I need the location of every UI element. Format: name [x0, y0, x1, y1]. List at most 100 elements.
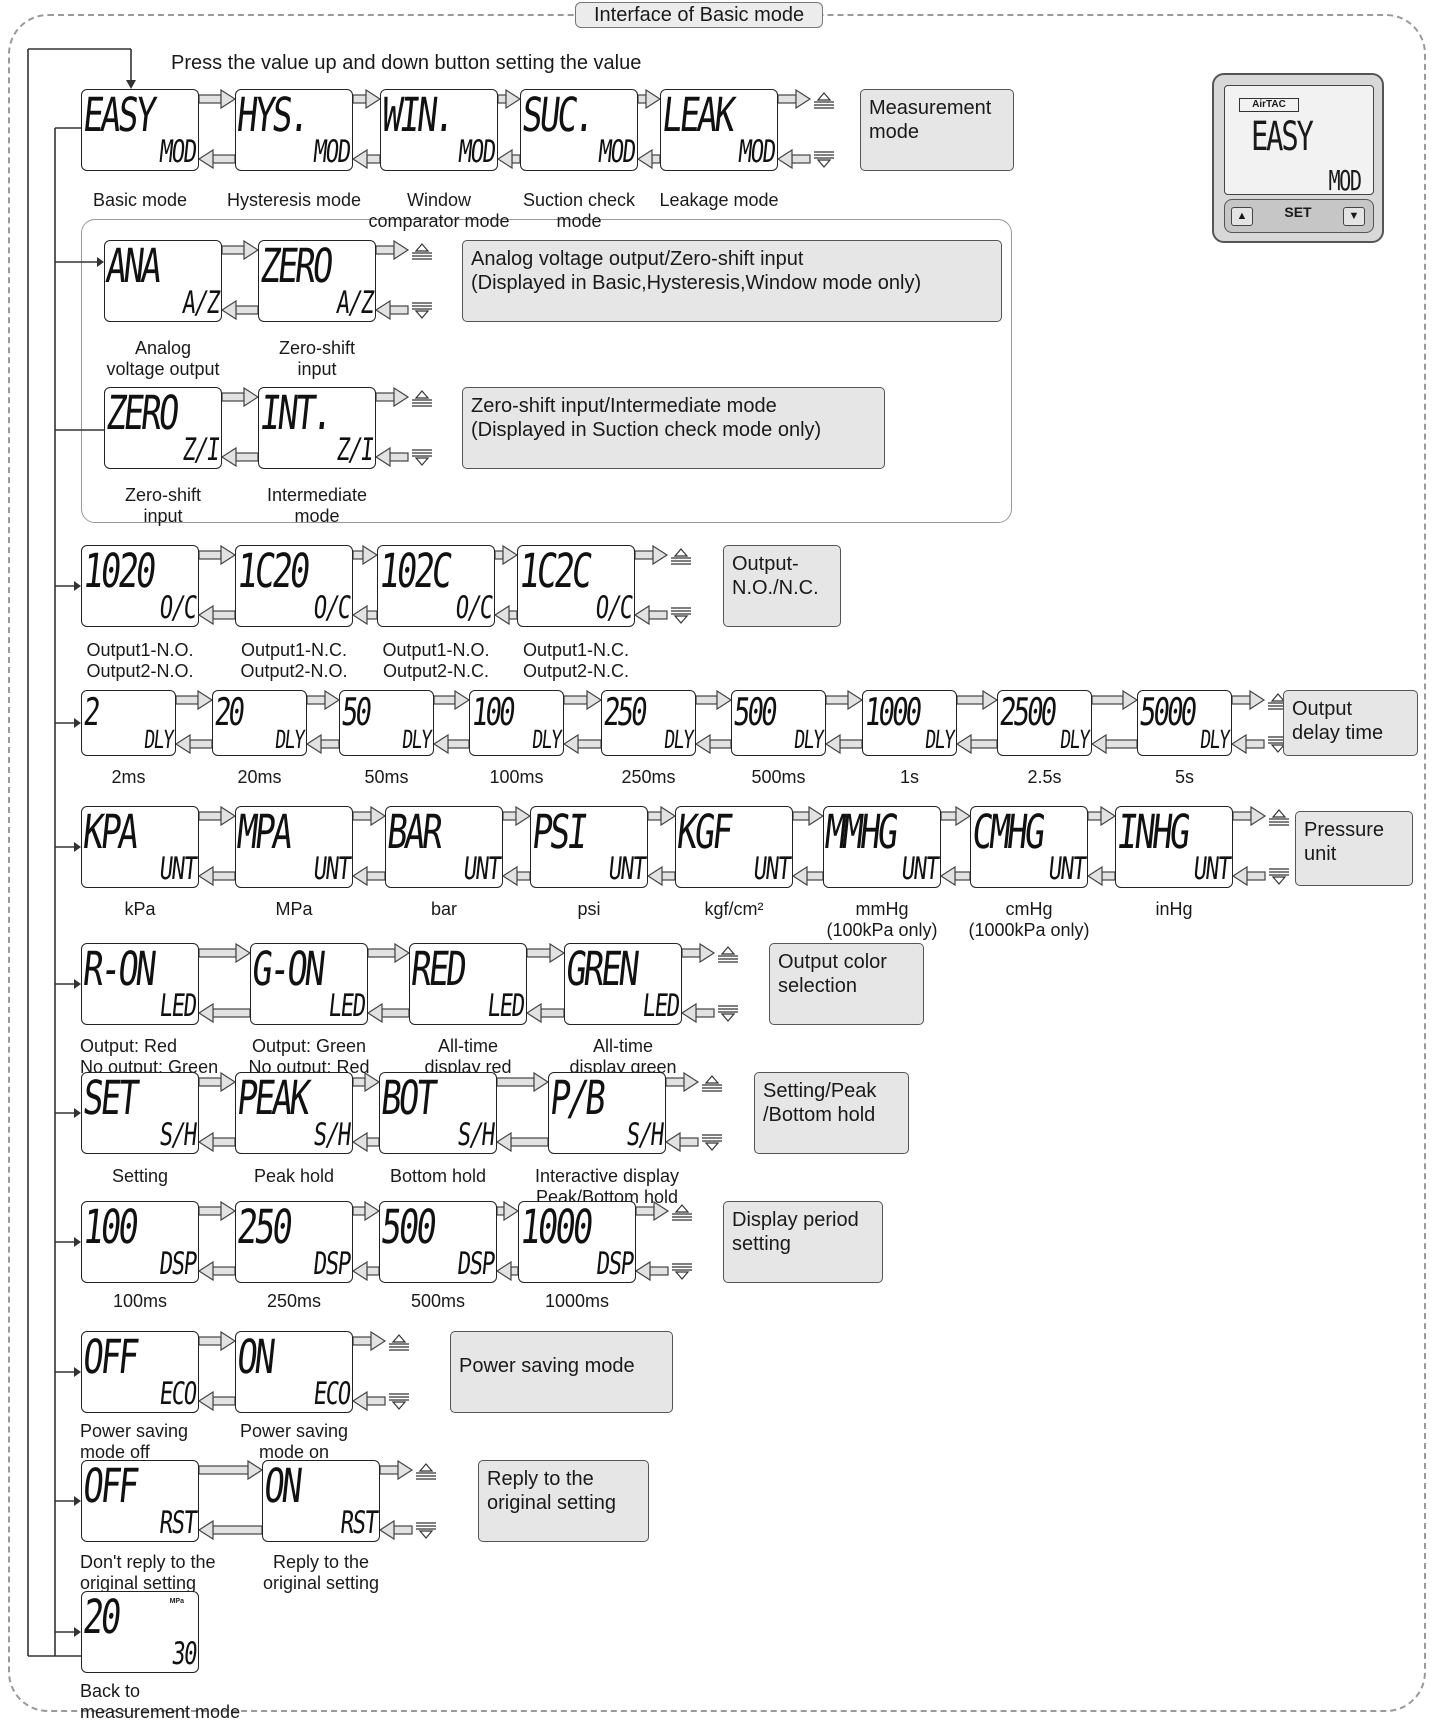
pressure-lcd-option: MPAUNT [235, 806, 353, 888]
lcd-sub-text: DSP [158, 1248, 197, 1280]
mode-lcd-option: EASYMOD [81, 89, 199, 171]
up-arrow-icon[interactable]: ▲ [1231, 207, 1253, 226]
lcd-sub-text: MOD [312, 136, 351, 168]
lcd-main-text: ZERO [258, 242, 333, 292]
up-button-icon [1269, 810, 1289, 825]
delay-lcd-option: 250DLY [601, 690, 696, 756]
lcd-sub-text: A/Z [335, 287, 374, 319]
delay-option-label: 2ms [111, 767, 145, 788]
hold-prev-arrow [497, 1133, 548, 1151]
section-display-period: Display period setting [723, 1201, 883, 1283]
reset-option-label: Reply to the original setting [263, 1552, 379, 1594]
device-main-display: EASY [1251, 116, 1312, 158]
delay-next-arrow [826, 691, 862, 709]
mode-option-label: Leakage mode [659, 190, 778, 211]
pressure-option-label: kPa [124, 899, 155, 920]
section-measurement-mode: Measurement mode [860, 89, 1014, 171]
mode-next-arrow [638, 90, 660, 108]
lcd-sub-text: LED [641, 990, 680, 1022]
delay-next-arrow [957, 691, 997, 709]
lcd-sub-text: RST [158, 1507, 197, 1539]
lcd-main-text: 1000 [518, 1203, 593, 1253]
section-hold: Setting/Peak /Bottom hold [754, 1072, 909, 1154]
color-end-return-arrow [682, 1004, 714, 1022]
down-button-icon [702, 1135, 722, 1150]
display-next-arrow [353, 1202, 379, 1220]
pressure-prev-arrow [793, 867, 823, 885]
down-button-icon [389, 1394, 409, 1409]
delay-prev-arrow [307, 735, 339, 753]
color-next-arrow [527, 944, 564, 962]
lcd-sub-text: LED [486, 990, 525, 1022]
pressure-next-arrow [648, 807, 675, 825]
lcd-sub-text: A/Z [181, 287, 220, 319]
eco-end-return-arrow [353, 1392, 385, 1410]
lcd-sub-text: ECO [158, 1378, 197, 1410]
lcd-sub-text: DSP [595, 1248, 634, 1280]
lcd-main-text: 250 [235, 1203, 292, 1253]
pressure-prev-arrow [199, 867, 235, 885]
lcd-main-text: 102C [377, 547, 452, 597]
zero_int-next-arrow [222, 388, 258, 406]
mode-lcd-option: HYS.MOD [235, 89, 353, 171]
lcd-sub-text: DSP [456, 1248, 495, 1280]
mode-lcd-option: LEAKMOD [660, 89, 778, 171]
lcd-main-text: INT. [258, 389, 333, 439]
analog-lcd-option: ANAA/Z [104, 240, 222, 322]
lcd-main-text: ON [235, 1333, 275, 1383]
section-output-no-nc: Output- N.O./N.C. [723, 545, 841, 627]
lcd-sub-text: DSP [312, 1248, 351, 1280]
lcd-main-text: PEAK [235, 1074, 310, 1124]
lcd-main-text: 20 [213, 692, 244, 732]
color-prev-arrow [368, 1004, 409, 1022]
delay-next-arrow [176, 691, 212, 709]
analog-branch-arrowhead [97, 257, 104, 267]
lcd-sub-text: S/H [312, 1119, 351, 1151]
delay-option-label: 20ms [237, 767, 281, 788]
lcd-main-text: 1C20 [235, 547, 310, 597]
output-lcd-option: 102CO/C [377, 545, 495, 627]
up-button-icon [671, 549, 691, 564]
lcd-sub-text: LED [158, 990, 197, 1022]
down-arrow-icon[interactable]: ▼ [1343, 207, 1365, 226]
output-option-label: Output1-N.O. Output2-N.O. [86, 640, 193, 682]
pressure-branch-arrowhead [74, 842, 81, 852]
delay-option-label: 1s [900, 767, 919, 788]
delay-option-label: 2.5s [1027, 767, 1061, 788]
up-button-icon [412, 391, 432, 406]
delay-option-label: 250ms [621, 767, 675, 788]
up-button-icon [702, 1076, 722, 1091]
delay-next-arrow [307, 691, 339, 709]
output-option-label: Output1-N.O. Output2-N.C. [382, 640, 489, 682]
analog-option-label: Zero-shift input [279, 338, 355, 380]
lcd-sub-text: ECO [312, 1378, 351, 1410]
analog-prev-arrow [222, 301, 258, 319]
pressure-option-label: MPa [275, 899, 312, 920]
eco-branch-arrowhead [74, 1367, 81, 1377]
mode-lcd-option: WIN.MOD [380, 89, 498, 171]
delay-prev-arrow [564, 735, 601, 753]
set-button[interactable]: SET [1277, 204, 1319, 220]
mode-next-arrow [199, 90, 235, 108]
delay-next-arrow [564, 691, 601, 709]
zero_int-prev-arrow [222, 448, 258, 466]
delay-option-label: 50ms [364, 767, 408, 788]
lcd-sub-text: MOD [597, 136, 636, 168]
back-branch-arrowhead [74, 1627, 81, 1637]
pressure-next-arrow [503, 807, 530, 825]
section-reset: Reply to the original setting [478, 1460, 649, 1542]
mode-prev-arrow [498, 150, 520, 168]
reset-lcd-option: OFFRST [81, 1460, 199, 1542]
lcd-unit-text: MPa [170, 1598, 184, 1605]
hold-option-label: Setting [112, 1166, 168, 1187]
pressure-next-arrow [1088, 807, 1115, 825]
zero_int-option-label: Intermediate mode [267, 485, 367, 527]
section-pressure-unit: Pressure unit [1295, 811, 1413, 886]
display-option-label: 1000ms [545, 1291, 609, 1312]
hold-lcd-option: P/BS/H [548, 1072, 666, 1154]
lcd-main-text: 2500 [998, 692, 1057, 732]
